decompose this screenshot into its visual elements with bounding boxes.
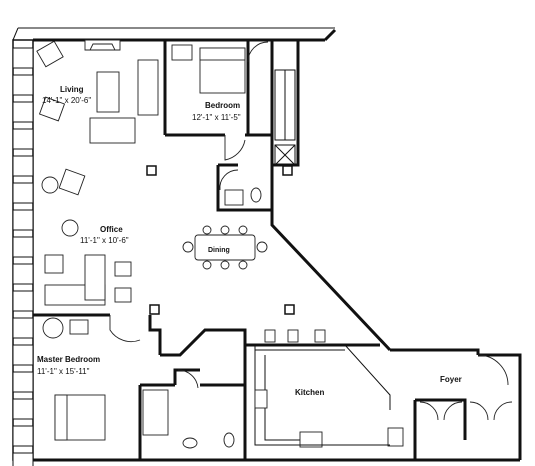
window-pane [12,344,34,366]
label-bedroom-name: Bedroom [205,101,240,110]
label-master-dims: 11'-1" x 15'-11" [37,367,90,376]
window-pane [12,74,34,96]
kitchen-counters [254,329,404,448]
dining-table [182,225,268,270]
bath-fixtures [142,187,262,449]
living-furniture [36,39,159,144]
room-labels: Living 14'-1" x 20'-6" Bedroom 12'-1" x … [37,85,462,397]
window-pane [12,155,34,177]
window-pane [12,128,34,150]
doors [109,41,513,421]
window-pane [12,236,34,258]
label-living-name: Living [60,85,84,94]
window-pane [12,371,34,393]
office-furniture [41,168,132,306]
columns [146,165,295,315]
window-pane [12,317,34,339]
window-pane [12,398,34,420]
window-pane [12,452,34,466]
label-dining-name: Dining [208,247,230,254]
label-bedroom-dims: 12'-1" x 11'-5" [192,113,241,122]
window-column [12,39,34,466]
interior-walls [33,40,467,460]
window-pane [12,263,34,285]
label-master-name: Master Bedroom [37,355,100,364]
window-pane [12,209,34,231]
window-pane [12,101,34,123]
label-kitchen-name: Kitchen [295,388,324,397]
master-furniture [42,317,106,441]
window-pane [12,425,34,447]
label-office-name: Office [100,225,123,234]
label-foyer-name: Foyer [440,375,462,384]
label-living-dims: 14'-1" x 20'-6" [42,96,91,105]
window-pane [12,290,34,312]
closet-shelving [274,69,296,166]
window-pane [12,182,34,204]
window-pane [12,47,34,69]
bedroom-furniture [171,44,246,94]
label-office-dims: 11'-1" x 10'-6" [80,236,129,245]
exterior-walls [12,27,522,462]
